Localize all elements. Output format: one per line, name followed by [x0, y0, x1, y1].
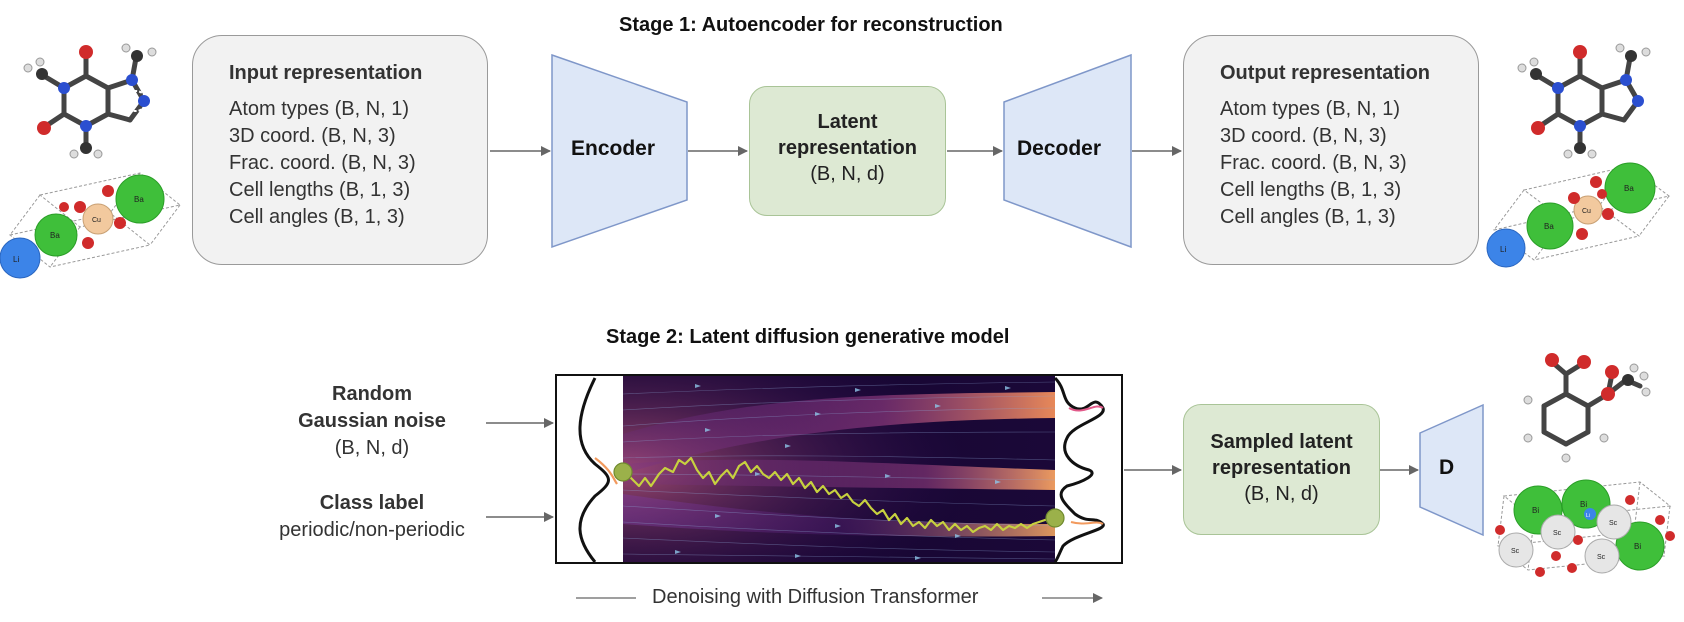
- gaussian-noise-curve: [578, 377, 610, 563]
- diffusion-trajectory: [622, 456, 1056, 534]
- molecule-bottom-right: [1523, 353, 1651, 463]
- crystal-atom-label: Bi: [1634, 542, 1641, 551]
- decoder-label: Decoder: [1017, 137, 1102, 160]
- output-line: Frac. coord. (B, N, 3): [1220, 152, 1407, 174]
- output-line: 3D coord. (B, N, 3): [1220, 125, 1387, 147]
- noise-dims: (B, N, d): [334, 437, 410, 459]
- class-label-value: periodic/non-periodic: [279, 519, 465, 541]
- noise-line2: Gaussian noise: [298, 410, 446, 432]
- diffusion-caption: Denoising with Diffusion Transformer: [652, 586, 979, 608]
- latent-title-line1: Latent: [817, 111, 878, 133]
- diffusion-panel: [555, 374, 1123, 564]
- crystal-atom-label: Li: [13, 255, 19, 264]
- crystal-atom-label: Ba: [50, 231, 60, 240]
- stage2-title: Stage 2: Latent diffusion generative mod…: [606, 326, 1010, 348]
- noise-label: Random Gaussian noise (B, N, d): [262, 381, 482, 462]
- decoder-trapezoid: [1003, 53, 1132, 249]
- output-line: Cell angles (B, 1, 3): [1220, 206, 1396, 228]
- latent-representation-box: Latent representation (B, N, d): [749, 86, 946, 216]
- crystal-atom-label: Sc: [1597, 554, 1606, 561]
- crystal-atom-label: Sc: [1553, 530, 1562, 537]
- crystal-atom-label: Li: [1500, 245, 1506, 254]
- trajectory-end-point: [1045, 508, 1065, 528]
- sampled-title-line2: representation: [1212, 457, 1351, 479]
- output-representation-lines: Atom types (B, N, 1) 3D coord. (B, N, 3)…: [1220, 96, 1407, 231]
- stage1-title: Stage 1: Autoencoder for reconstruction: [619, 14, 1003, 36]
- crystal-atom-label: Sc: [1511, 548, 1520, 555]
- crystal-atom-label: Ba: [1624, 184, 1634, 193]
- class-label-title: Class label: [319, 492, 425, 514]
- input-representation-lines: Atom types (B, N, 1) 3D coord. (B, N, 3)…: [229, 96, 416, 231]
- input-line: Cell lengths (B, 1, 3): [229, 179, 411, 201]
- input-line: Atom types (B, N, 1): [229, 98, 410, 120]
- latent-dims: (B, N, d): [810, 163, 885, 185]
- trajectory-start-point: [613, 462, 633, 482]
- output-line: Atom types (B, N, 1): [1220, 98, 1401, 120]
- crystal-atom-label: Li: [1586, 513, 1590, 519]
- latent-title-line2: representation: [778, 137, 917, 159]
- molecule-top-left: [23, 43, 157, 159]
- encoder-trapezoid: [551, 53, 688, 249]
- crystal-top-left: Li Ba Ba Cu: [0, 172, 182, 279]
- output-representation-box: Output representation Atom types (B, N, …: [1183, 35, 1479, 265]
- crystal-bottom-right: Bi Bi Bi Sc Sc Sc Sc Li: [1495, 479, 1675, 577]
- d-decoder-label: D: [1439, 456, 1455, 479]
- output-representation-title: Output representation: [1220, 62, 1431, 84]
- sampled-title-line1: Sampled latent: [1210, 431, 1353, 453]
- molecule-top-right: [1517, 43, 1651, 159]
- encoder-label: Encoder: [571, 137, 656, 160]
- input-representation-title: Input representation: [229, 62, 423, 84]
- class-label-block: Class label periodic/non-periodic: [252, 490, 492, 544]
- crystal-atom-label: Bi: [1532, 506, 1539, 515]
- input-line: 3D coord. (B, N, 3): [229, 125, 396, 147]
- input-line: Frac. coord. (B, N, 3): [229, 152, 416, 174]
- sampled-latent-box: Sampled latent representation (B, N, d): [1183, 404, 1380, 535]
- crystal-atom-label: Bi: [1580, 500, 1587, 509]
- noise-line1: Random: [332, 383, 412, 405]
- output-line: Cell lengths (B, 1, 3): [1220, 179, 1402, 201]
- d-decoder-trapezoid: [1419, 403, 1484, 537]
- crystal-atom-label: Ba: [1544, 222, 1554, 231]
- crystal-top-right: Li Ba Ba Cu: [1486, 162, 1671, 268]
- data-distribution-curve: [1053, 376, 1105, 564]
- crystal-atom-label: Sc: [1609, 520, 1618, 527]
- crystal-atom-label: Cu: [1582, 208, 1591, 215]
- crystal-atom-label: Ba: [134, 195, 144, 204]
- input-representation-box: Input representation Atom types (B, N, 1…: [192, 35, 488, 265]
- input-line: Cell angles (B, 1, 3): [229, 206, 405, 228]
- crystal-atom-label: Cu: [92, 217, 101, 224]
- sampled-dims: (B, N, d): [1244, 483, 1319, 505]
